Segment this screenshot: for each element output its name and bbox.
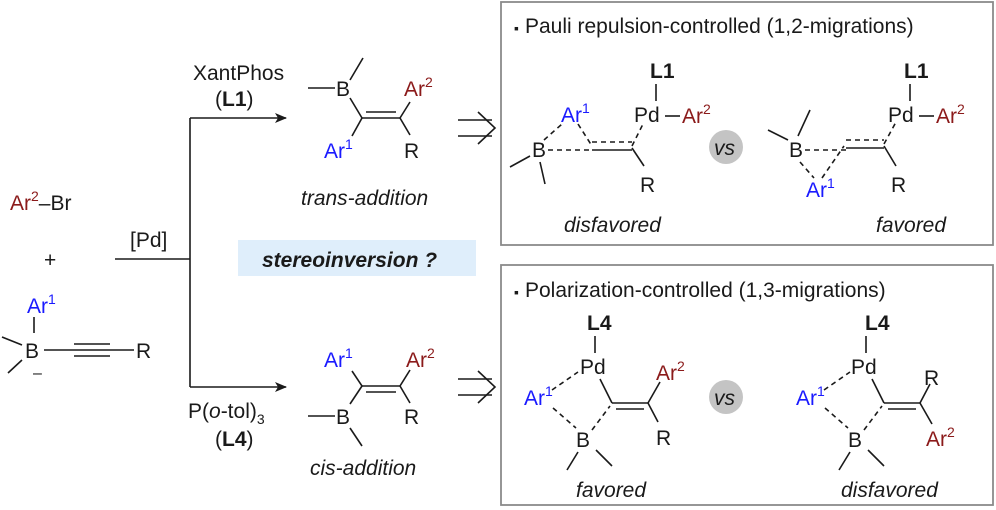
pauli-box [500, 1, 994, 246]
boron-label: B [789, 139, 803, 162]
r-group-label: R [656, 427, 671, 450]
boron-label: B [336, 406, 350, 429]
bond [7, 359, 23, 374]
polarization-title: ▪Polarization-controlled (1,3-migrations… [514, 279, 886, 302]
disfavored-caption: disfavored [564, 214, 662, 237]
cis-product: Ar1 Ar2 B R [308, 345, 435, 447]
vs-badge [709, 130, 743, 164]
ar2-superscript: 2 [31, 188, 39, 204]
alkynyl-borate: Ar1 B – R [1, 291, 151, 382]
stereoinversion-highlight [238, 240, 476, 276]
boron-label: B [532, 139, 546, 162]
boron-label: B [848, 429, 862, 452]
polarization-disfavored-ts: L4 Pd Ar1 B R Ar2 [796, 312, 955, 471]
trans-product: B Ar1 Ar2 R [308, 57, 433, 163]
implies-arrow-bottom [458, 370, 497, 404]
ar1-label: Ar1 [796, 383, 825, 410]
bromide-label: –Br [39, 192, 72, 215]
ar1-label: Ar1 [561, 100, 590, 127]
polarization-box [500, 264, 994, 506]
l1-label: L1 [650, 60, 675, 83]
ar2-label: Ar2 [682, 101, 711, 128]
stereoinversion-question: stereoinversion ? [262, 249, 437, 272]
favored-caption: favored [876, 214, 947, 237]
r-group-label: R [891, 174, 906, 197]
boron-label: B [576, 429, 590, 452]
polarization-favored-ts: L4 Pd Ar1 B Ar2 R [524, 312, 685, 471]
l1-ligand-label: (L1) [215, 88, 254, 111]
pd-label: Pd [851, 356, 877, 379]
vs-label: vs [714, 137, 736, 160]
negative-charge: – [33, 365, 42, 382]
ar1-label: Ar1 [806, 175, 835, 202]
favored-caption: favored [576, 479, 647, 502]
ar1-label: Ar1 [324, 345, 353, 372]
plus-sign: + [44, 249, 56, 272]
cis-addition-caption: cis-addition [310, 457, 416, 480]
ar1-label: Ar1 [324, 136, 353, 163]
l1-label: L1 [904, 60, 929, 83]
ar2-label: Ar [10, 192, 31, 215]
l4-ligand-label: (L4) [215, 428, 254, 451]
implies-arrow-top [458, 111, 497, 145]
ar2-label: Ar2 [936, 101, 965, 128]
pd-label: Pd [888, 104, 914, 127]
aryl-bromide: Ar2–Br [10, 188, 71, 215]
bond [1, 336, 23, 346]
pauli-title: ▪Pauli repulsion-controlled (1,2-migrati… [514, 15, 914, 38]
pd-label: Pd [634, 104, 660, 127]
r-group-label: R [404, 140, 419, 163]
pauli-favored-ts: L1 Pd Ar2 B Ar1 R [767, 60, 965, 202]
l4-label: L4 [865, 312, 890, 335]
ar2-label: Ar2 [406, 345, 435, 372]
ar2-label: Ar2 [404, 74, 433, 101]
boron-label: B [25, 340, 39, 363]
xantphos-label: XantPhos [193, 62, 284, 85]
ar2-label: Ar2 [656, 358, 685, 385]
r-group-label: R [136, 340, 151, 363]
catalyst-label: [Pd] [130, 229, 167, 252]
ar2-label: Ar2 [926, 424, 955, 451]
disfavored-caption: disfavored [841, 479, 939, 502]
pauli-disfavored-ts: L1 Pd Ar2 Ar1 B R [509, 60, 711, 197]
borate-ar1: Ar1 [27, 291, 56, 318]
vs-badge [709, 380, 743, 414]
vs-label: vs [714, 387, 736, 410]
svg-text:Ar2–Br: Ar2–Br [10, 188, 71, 215]
p-o-tol-label: P(o-tol)3 [188, 400, 265, 427]
trans-addition-caption: trans-addition [301, 187, 428, 210]
boron-label: B [336, 78, 350, 101]
pd-label: Pd [580, 356, 606, 379]
l4-label: L4 [587, 312, 612, 335]
ar1-label: Ar1 [524, 383, 553, 410]
r-group-label: R [924, 367, 939, 390]
r-group-label: R [640, 174, 655, 197]
r-group-label: R [404, 406, 419, 429]
